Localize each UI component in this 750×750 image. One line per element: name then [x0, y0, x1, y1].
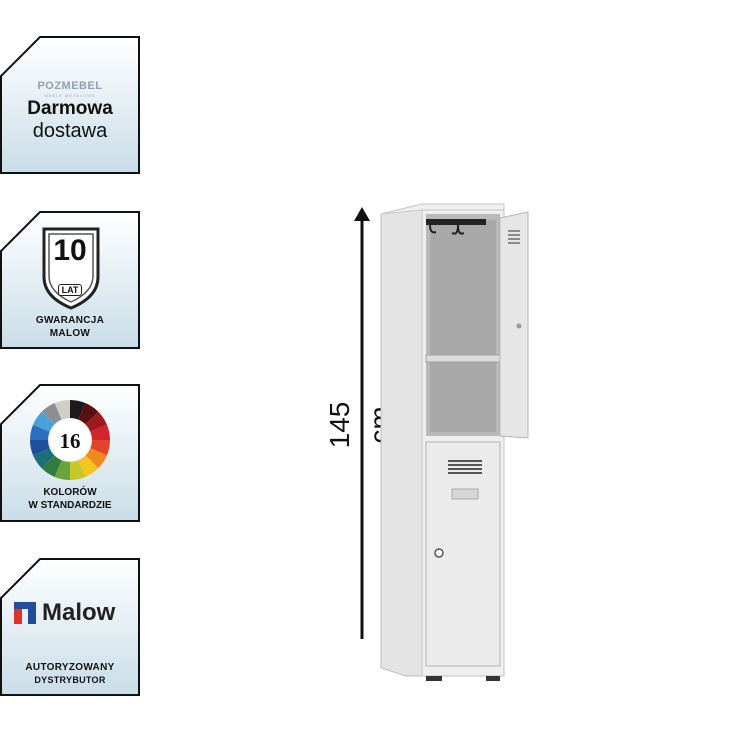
badge-frame: [0, 384, 140, 522]
color-swatch: [78, 455, 99, 477]
warranty-badge: 10 LAT GWARANCJA MALOW: [0, 211, 140, 349]
delivery-line1: Darmowa: [27, 98, 113, 119]
color-swatch: [30, 440, 50, 456]
color-swatch: [41, 455, 62, 477]
color-swatch: [85, 448, 107, 469]
badge-frame: [0, 211, 140, 349]
malow-logo-icon: [14, 602, 36, 624]
pozmebel-logo-sub: MEBLE METALOWE: [44, 93, 96, 98]
color-swatch: [90, 424, 110, 440]
free-delivery-badge: POZMEBEL MEBLE METALOWE Darmowa dostawa: [0, 36, 140, 174]
distributor-line1: AUTORYZOWANY: [25, 662, 115, 673]
warranty-years: 10: [53, 234, 87, 267]
warranty-unit: LAT: [57, 284, 83, 296]
color-swatch: [41, 403, 62, 425]
height-arrow: [354, 207, 370, 639]
colors-line1: KOLORÓW: [43, 487, 97, 498]
color-swatch: [54, 400, 70, 420]
badge-frame: [0, 36, 140, 174]
distributor-line2: DYSTRYBUTOR: [34, 675, 106, 685]
shield-icon: [42, 227, 100, 310]
locker-image: [380, 203, 529, 681]
color-swatch: [78, 403, 99, 425]
warranty-line2: MALOW: [49, 328, 91, 339]
color-swatch: [33, 448, 55, 469]
color-swatch: [70, 400, 86, 420]
warranty-line1: GWARANCJA: [35, 315, 105, 326]
malow-brand: Malow: [42, 599, 116, 626]
color-swatch: [90, 440, 110, 456]
color-wheel-icon: [30, 400, 110, 480]
colors-badge: 16 KOLORÓW W STANDARDZIE: [0, 384, 140, 522]
color-swatch: [33, 411, 55, 432]
colors-count: 16: [59, 429, 81, 453]
color-swatch: [70, 460, 86, 480]
badge-frame: [0, 558, 140, 696]
color-swatch: [30, 424, 50, 440]
color-swatch: [85, 411, 107, 432]
height-label: 145 cm: [324, 401, 395, 449]
color-swatch: [54, 460, 70, 480]
delivery-line2: dostawa: [32, 120, 108, 142]
distributor-badge: Malow AUTORYZOWANY DYSTRYBUTOR: [0, 558, 140, 696]
pozmebel-logo: POZMEBEL: [37, 80, 103, 92]
colors-line2: W STANDARDZIE: [28, 500, 112, 511]
